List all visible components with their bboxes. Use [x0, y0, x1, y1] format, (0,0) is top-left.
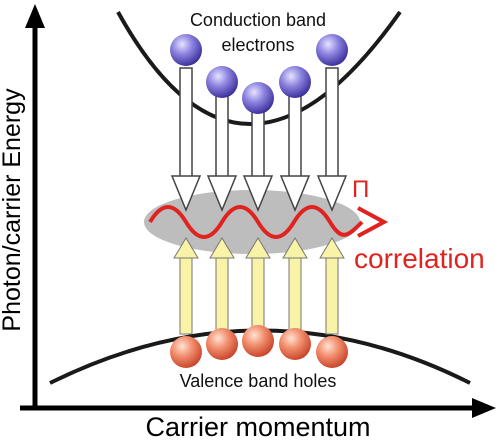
hole-sphere: [206, 328, 238, 360]
up-arrow: [282, 237, 308, 335]
up-arrows: [173, 237, 345, 335]
x-axis-arrowhead: [472, 398, 496, 418]
photon-arrowhead: [357, 206, 389, 238]
hole-sphere: [170, 336, 202, 368]
down-arrows: [170, 67, 348, 212]
x-axis-label: Carrier momentum: [145, 412, 370, 440]
y-axis-label: Photon/carrier Energy: [0, 88, 26, 332]
down-arrow: [316, 67, 348, 212]
photon-wave-path: [148, 205, 364, 239]
electrons: [170, 34, 348, 114]
photon-wave: [148, 205, 389, 239]
up-arrow: [319, 237, 345, 335]
electron-sphere: [242, 82, 274, 114]
conduction-band-label-line1: Conduction band: [190, 10, 326, 30]
conduction-band-label-line2: electrons: [221, 35, 294, 55]
down-arrow: [206, 95, 238, 212]
valence-band-label: Valence band holes: [180, 371, 337, 391]
up-arrow: [245, 237, 271, 335]
correlation-label: correlation: [354, 243, 485, 274]
conduction-band-curve: [116, 10, 402, 126]
holes: [170, 325, 348, 368]
axes: [20, 4, 496, 418]
down-arrow: [279, 95, 311, 212]
electron-sphere: [316, 34, 348, 66]
hole-sphere: [279, 328, 311, 360]
hole-sphere: [316, 336, 348, 368]
up-arrow: [209, 237, 235, 335]
down-arrow: [170, 67, 202, 212]
electron-sphere: [170, 34, 202, 66]
correlation-ellipse: [144, 190, 360, 254]
y-axis-arrowhead: [25, 4, 45, 28]
electron-sphere: [206, 66, 238, 98]
up-arrow: [173, 237, 199, 335]
electron-sphere: [279, 66, 311, 98]
pi-symbol: Π: [352, 176, 369, 203]
hole-sphere: [242, 325, 274, 357]
